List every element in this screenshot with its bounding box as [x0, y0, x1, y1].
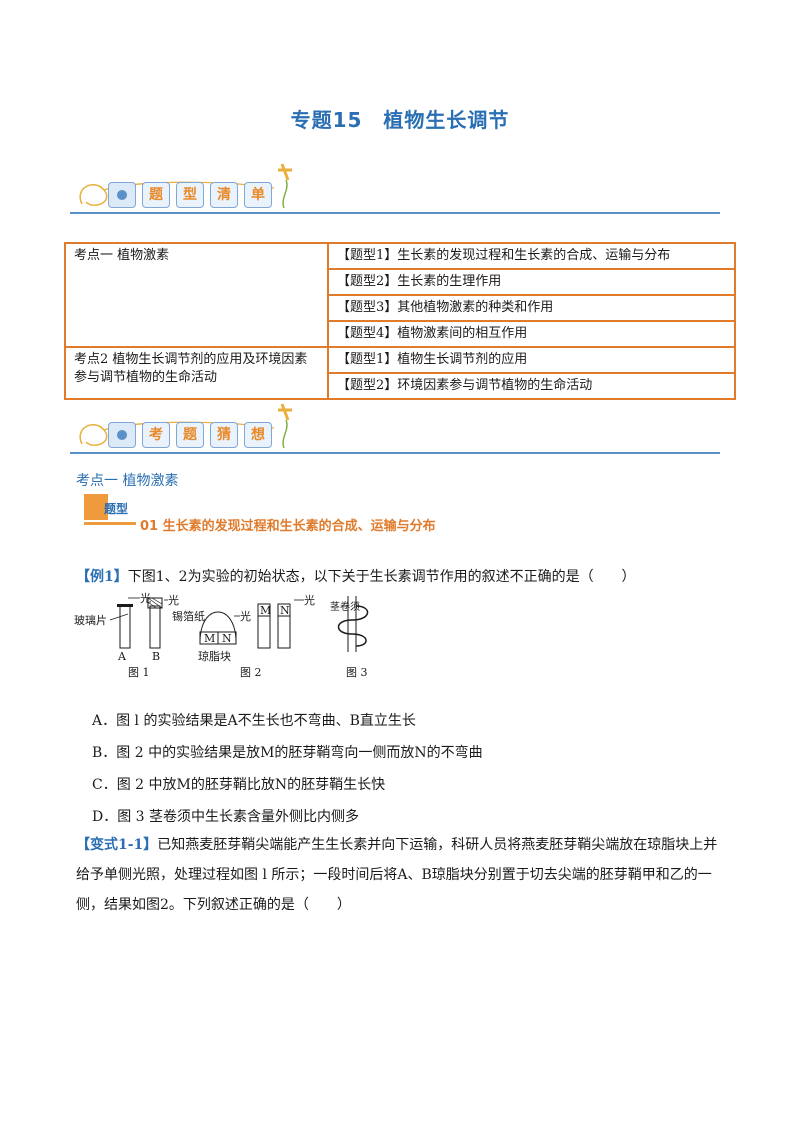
option-a: A．图 l 的实验结果是A不生长也不弯曲、B直立生长 [92, 713, 416, 729]
toc-cell-right: 【题型3】其他植物激素的种类和作用 [327, 294, 736, 322]
banner-rule [70, 212, 720, 214]
banner-dot-tile [108, 182, 136, 208]
fig2-block-label: 琼脂块 [198, 649, 231, 663]
fig2-light-label: 光 [304, 593, 315, 607]
fig2-caption: 图 2 [240, 666, 262, 679]
example-tag: 【例1】 [76, 569, 128, 585]
fig1-caption: 图 1 [128, 666, 150, 679]
fig1-a-label: A [117, 650, 127, 663]
example-1-question: 【例1】下图1、2为实验的初始状态，以下关于生长素调节作用的叙述不正确的是（ ） [76, 566, 736, 588]
option-b: B．图 2 中的实验结果是放M的胚芽鞘弯向一侧而放N的不弯曲 [92, 745, 483, 761]
fig1-b-label: B [152, 650, 160, 663]
type-badge-block [84, 494, 108, 520]
banner-char: 题 [176, 422, 204, 448]
toc-cell-right: 【题型1】生长素的发现过程和生长素的合成、运输与分布 [327, 242, 736, 270]
banner-char: 单 [244, 182, 272, 208]
banner-char: 题 [142, 182, 170, 208]
fig2-n-label: N [222, 632, 232, 645]
toc-cell-left: 考点2 植物生长调节剂的应用及环境因素参与调节植物的生命活动 [64, 346, 329, 400]
banner-char: 想 [244, 422, 272, 448]
table-row: 【题型2】环境因素参与调节植物的生命活动 [65, 372, 736, 400]
type-badge-label: 题型 [104, 502, 129, 516]
dot-icon [117, 190, 127, 200]
banner-char: 清 [210, 182, 238, 208]
banner-char: 考 [142, 422, 170, 448]
fig1-light-label: 光 [168, 593, 179, 607]
variant-line: 已知燕麦胚芽鞘尖端能产生生长素并向下运输，科研人员将燕麦胚芽鞘尖端放在琼脂块上并 [157, 837, 718, 853]
type-badge-bar [84, 522, 136, 525]
toc-cell-right: 【题型4】植物激素间的相互作用 [327, 320, 736, 348]
dot-icon [117, 430, 127, 440]
variant-line: 给予单侧光照，处理过程如图 l 所示；一段时间后将A、B琼脂块分别置于切去尖端的… [76, 867, 712, 883]
table-row: 【题型4】植物激素间的相互作用 [65, 320, 736, 348]
fig3-caption: 图 3 [346, 666, 368, 679]
type-title: 01 生长素的发现过程和生长素的合成、运输与分布 [140, 519, 436, 534]
variant-line: 侧，结果如图2。下列叙述正确的是（ ） [76, 897, 351, 913]
section-heading: 考点一 植物激素 [76, 473, 179, 489]
fig1-light-label: 光 [140, 592, 151, 605]
table-row: 【题型2】生长素的生理作用 [65, 268, 736, 296]
fig2-m-label: M [260, 604, 271, 617]
banner-dot-tile [108, 422, 136, 448]
fig1-foil-label: 锡箔纸 [172, 609, 205, 623]
toc-cell-right: 【题型2】环境因素参与调节植物的生命活动 [327, 372, 736, 400]
page-title: 专题15 植物生长调节 [290, 108, 510, 132]
banner-rule [70, 452, 720, 454]
table-row: 【题型3】其他植物激素的种类和作用 [65, 294, 736, 322]
toc-table: 考点一 植物激素 【题型1】生长素的发现过程和生长素的合成、运输与分布 【题型2… [64, 242, 736, 400]
fig3-tendril-label: 茎卷须 [330, 600, 360, 613]
option-d: D．图 3 茎卷须中生长素含量外侧比内侧多 [92, 809, 360, 825]
experiment-figure: 玻璃片 光 光 锡箔纸 A B 图 1 M N 琼脂块 光 M N 光 图 2 [74, 592, 369, 679]
banner-char: 猜 [210, 422, 238, 448]
table-row: 考点2 植物生长调节剂的应用及环境因素参与调节植物的生命活动 【题型1】植物生长… [64, 346, 736, 400]
option-c: C．图 2 中放M的胚芽鞘比放N的胚芽鞘生长快 [92, 777, 386, 793]
variant-1-1-question: 【变式1-1】已知燕麦胚芽鞘尖端能产生生长素并向下运输，科研人员将燕麦胚芽鞘尖端… [76, 830, 736, 920]
fig2-light-label: 光 [240, 609, 251, 623]
toc-cell-right: 【题型1】植物生长调节剂的应用 [327, 346, 736, 374]
fig2-n-label: N [280, 604, 290, 617]
variant-tag: 【变式1-1】 [76, 837, 158, 853]
banner-question-list: 题 型 清 单 [70, 158, 720, 222]
toc-cell-right: 【题型2】生长素的生理作用 [327, 268, 736, 296]
fig1-glass-label: 玻璃片 [74, 613, 107, 627]
example-text: 下图1、2为实验的初始状态，以下关于生长素调节作用的叙述不正确的是（ ） [127, 569, 636, 585]
toc-cell-left: 考点一 植物激素 [64, 242, 329, 348]
fig2-m-label: M [204, 632, 215, 645]
banner-predicted-questions: 考 题 猜 想 [70, 398, 720, 462]
table-row: 考点一 植物激素 【题型1】生长素的发现过程和生长素的合成、运输与分布 [64, 242, 736, 348]
banner-char: 型 [176, 182, 204, 208]
